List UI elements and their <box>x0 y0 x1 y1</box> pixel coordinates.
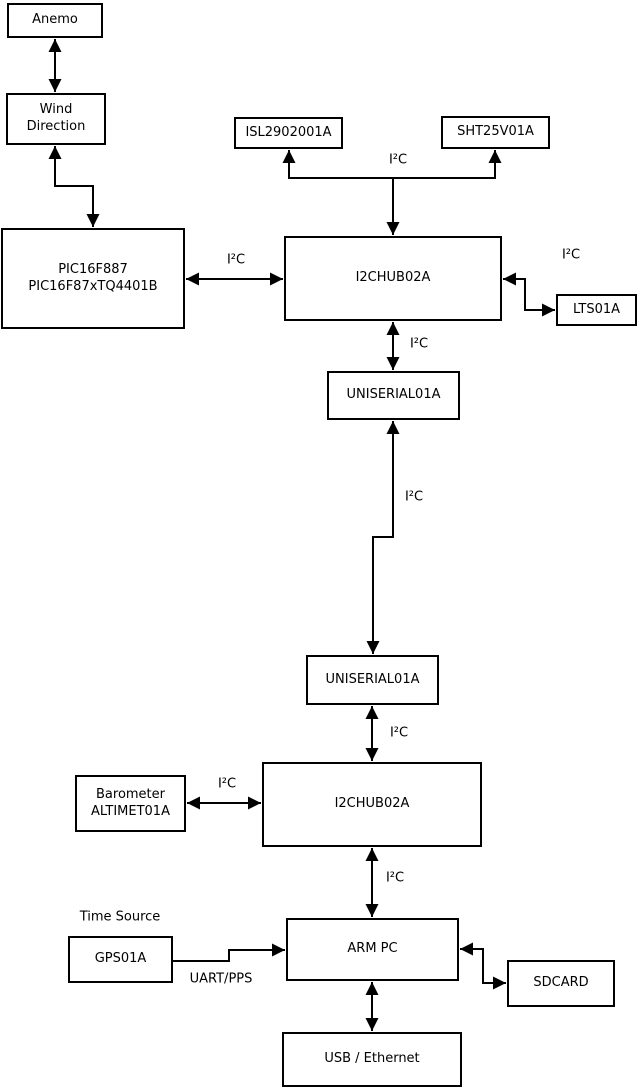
label-i2c-pic-hub1: I²C <box>226 252 246 268</box>
node-usb-ethernet-label: USB / Ethernet <box>324 1051 420 1067</box>
node-barometer-altimet01a-label: Barometer ALTIMET01A <box>91 786 170 819</box>
node-arm-pc: ARM PC <box>286 918 459 981</box>
node-usb-ethernet: USB / Ethernet <box>282 1032 462 1087</box>
node-i2chub02a-1: I2CHUB02A <box>284 236 502 321</box>
label-i2c-hub2-armpc: I²C <box>385 870 405 886</box>
node-arm-pc-label: ARM PC <box>347 941 398 957</box>
node-pic16f887-label: PIC16F887 PIC16F87xTQ4401B <box>28 261 158 294</box>
node-uniserial01a-2: UNISERIAL01A <box>306 655 439 705</box>
node-pic16f887: PIC16F887 PIC16F87xTQ4401B <box>1 228 185 329</box>
node-sdcard-label: SDCARD <box>533 975 589 991</box>
label-i2c-isl-sht-bus: I²C <box>388 152 408 168</box>
edge-armpc-sdcard <box>460 942 506 990</box>
node-anemo: Anemo <box>7 3 103 38</box>
node-wind-direction-label: Wind Direction <box>26 102 86 134</box>
node-lts01a: LTS01A <box>556 294 637 326</box>
label-i2c-hub1-lts: I²C <box>561 247 581 263</box>
label-time-source: Time Source <box>79 909 161 925</box>
node-barometer-altimet01a: Barometer ALTIMET01A <box>75 775 186 832</box>
node-isl2902001a: ISL2902001A <box>234 117 343 149</box>
node-wind-direction: Wind Direction <box>6 93 106 145</box>
node-i2chub02a-1-label: I2CHUB02A <box>355 270 431 286</box>
edge-winddirection-pic <box>48 146 100 227</box>
node-lts01a-label: LTS01A <box>572 301 621 317</box>
node-uniserial01a-1: UNISERIAL01A <box>327 371 460 420</box>
edge-uniserial1-uniserial2 <box>366 421 400 654</box>
node-sht25v01a-label: SHT25V01A <box>457 124 534 140</box>
node-isl2902001a-label: ISL2902001A <box>245 124 332 140</box>
node-uniserial01a-2-label: UNISERIAL01A <box>325 671 420 687</box>
node-i2chub02a-2: I2CHUB02A <box>262 762 482 847</box>
label-i2c-uniserial-link: I²C <box>404 489 424 505</box>
node-gps01a-label: GPS01A <box>94 951 147 967</box>
node-gps01a: GPS01A <box>68 936 173 983</box>
label-i2c-barometer-hub2: I²C <box>217 776 237 792</box>
node-sdcard: SDCARD <box>507 960 615 1007</box>
edge-gps-armpc <box>173 943 285 962</box>
label-uart-pps: UART/PPS <box>189 971 253 987</box>
label-i2c-uniserial2-hub2: I²C <box>389 725 409 741</box>
edge-hub1-lts <box>503 272 555 317</box>
node-i2chub02a-2-label: I2CHUB02A <box>334 796 410 812</box>
node-sht25v01a: SHT25V01A <box>441 116 550 149</box>
node-anemo-label: Anemo <box>32 12 78 28</box>
node-uniserial01a-1-label: UNISERIAL01A <box>346 387 441 403</box>
label-i2c-hub1-uniserial1: I²C <box>409 336 429 352</box>
